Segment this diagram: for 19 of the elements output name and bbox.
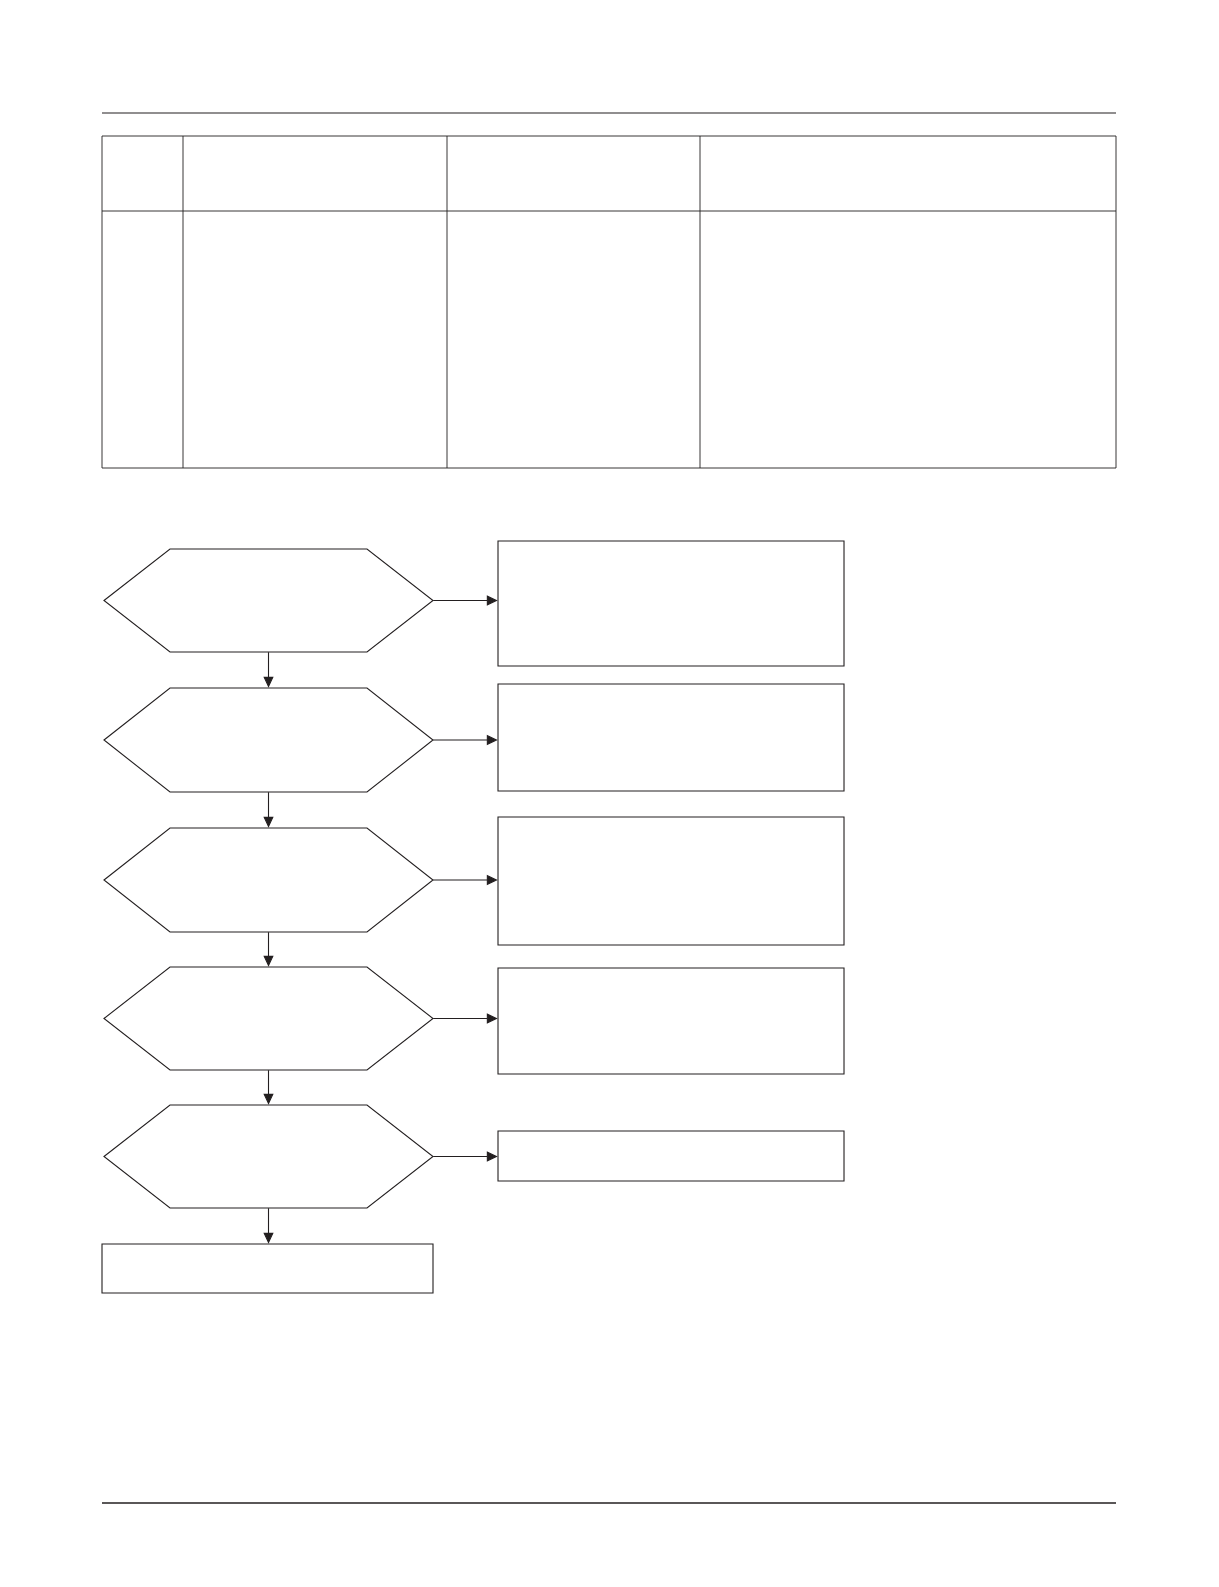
process-box [497,816,845,946]
process-box [497,540,845,667]
process-box [101,1243,434,1294]
decision-hexagon [103,1104,434,1209]
arrow [263,651,274,688]
arrow [432,595,498,606]
arrow [263,1207,274,1244]
decision-hexagon [103,827,434,933]
arrow [263,931,274,967]
decision-hexagon [103,687,434,793]
decision-hexagon [103,548,434,653]
arrow [432,1151,498,1162]
arrow [263,791,274,828]
arrow [263,1069,274,1105]
process-box [497,1130,845,1182]
process-box [497,683,845,792]
arrow [432,1013,498,1024]
decision-hexagon [103,966,434,1071]
process-box [497,967,845,1075]
